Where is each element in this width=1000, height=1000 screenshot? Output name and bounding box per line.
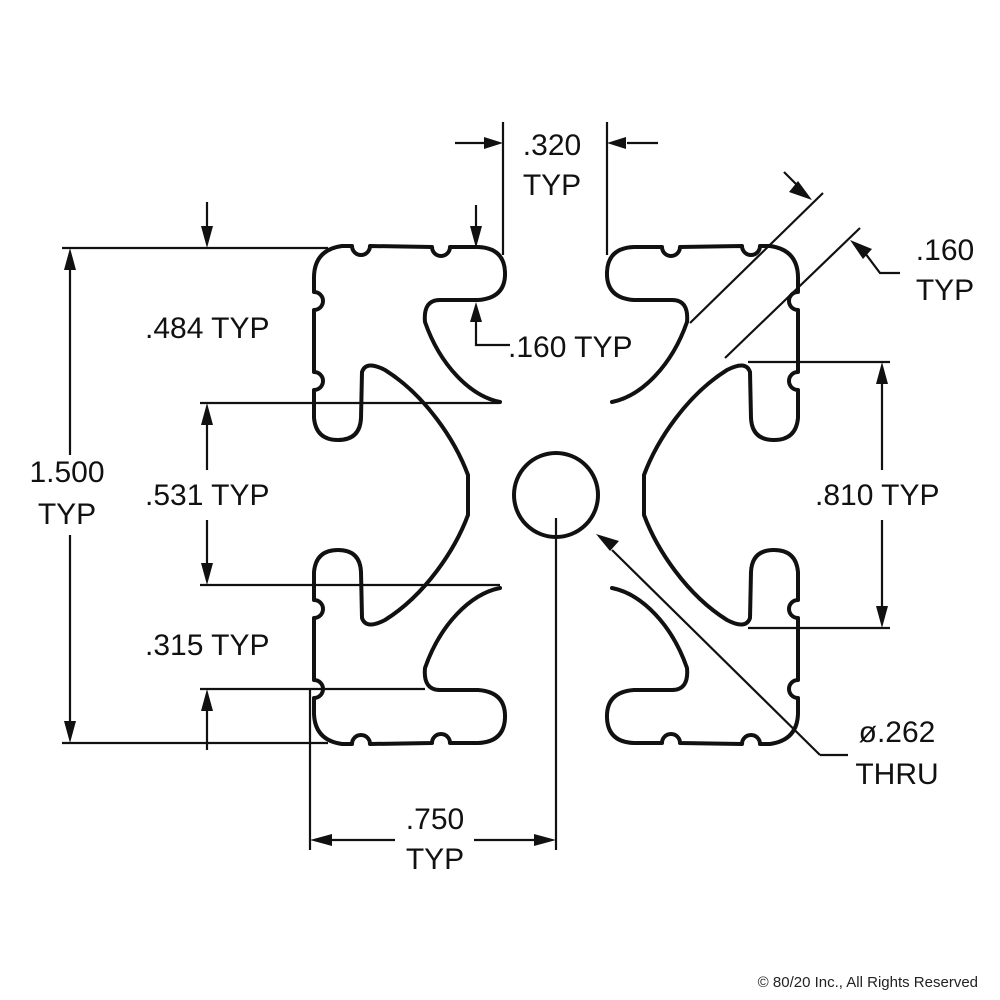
- profile-quadrant-bottom-left: [311, 488, 508, 746]
- dim-320-qualifier: TYP: [523, 169, 581, 202]
- dim-1500-value: 1.500: [29, 456, 104, 489]
- dim-750-qualifier: TYP: [406, 843, 464, 876]
- dim-484-label: .484 TYP: [145, 312, 270, 345]
- dim-160-diagonal-value: .160: [916, 234, 974, 267]
- profile-quadrant-top-left: [311, 244, 508, 502]
- dim-810-label: .810 TYP: [815, 479, 940, 512]
- dim-750-value: .750: [406, 803, 464, 836]
- copyright-notice: © 80/20 Inc., All Rights Reserved: [758, 974, 978, 991]
- dim-320-value: .320: [523, 129, 581, 162]
- dim-262-qualifier: THRU: [855, 758, 938, 791]
- dim-531-label: .531 TYP: [145, 479, 270, 512]
- dim-315-label: .315 TYP: [145, 629, 270, 662]
- dim-160-lip-label: .160 TYP: [508, 331, 633, 364]
- dimension-lines: [62, 122, 900, 850]
- dim-1500-qualifier: TYP: [38, 498, 96, 531]
- profile-quadrant-top-right: [604, 244, 801, 502]
- dim-160-diagonal-qualifier: TYP: [916, 274, 974, 307]
- dim-262-value: ø.262: [859, 716, 936, 749]
- dimension-labels: .320 TYP .160 TYP .484 TYP .160 TYP 1.50…: [29, 129, 974, 876]
